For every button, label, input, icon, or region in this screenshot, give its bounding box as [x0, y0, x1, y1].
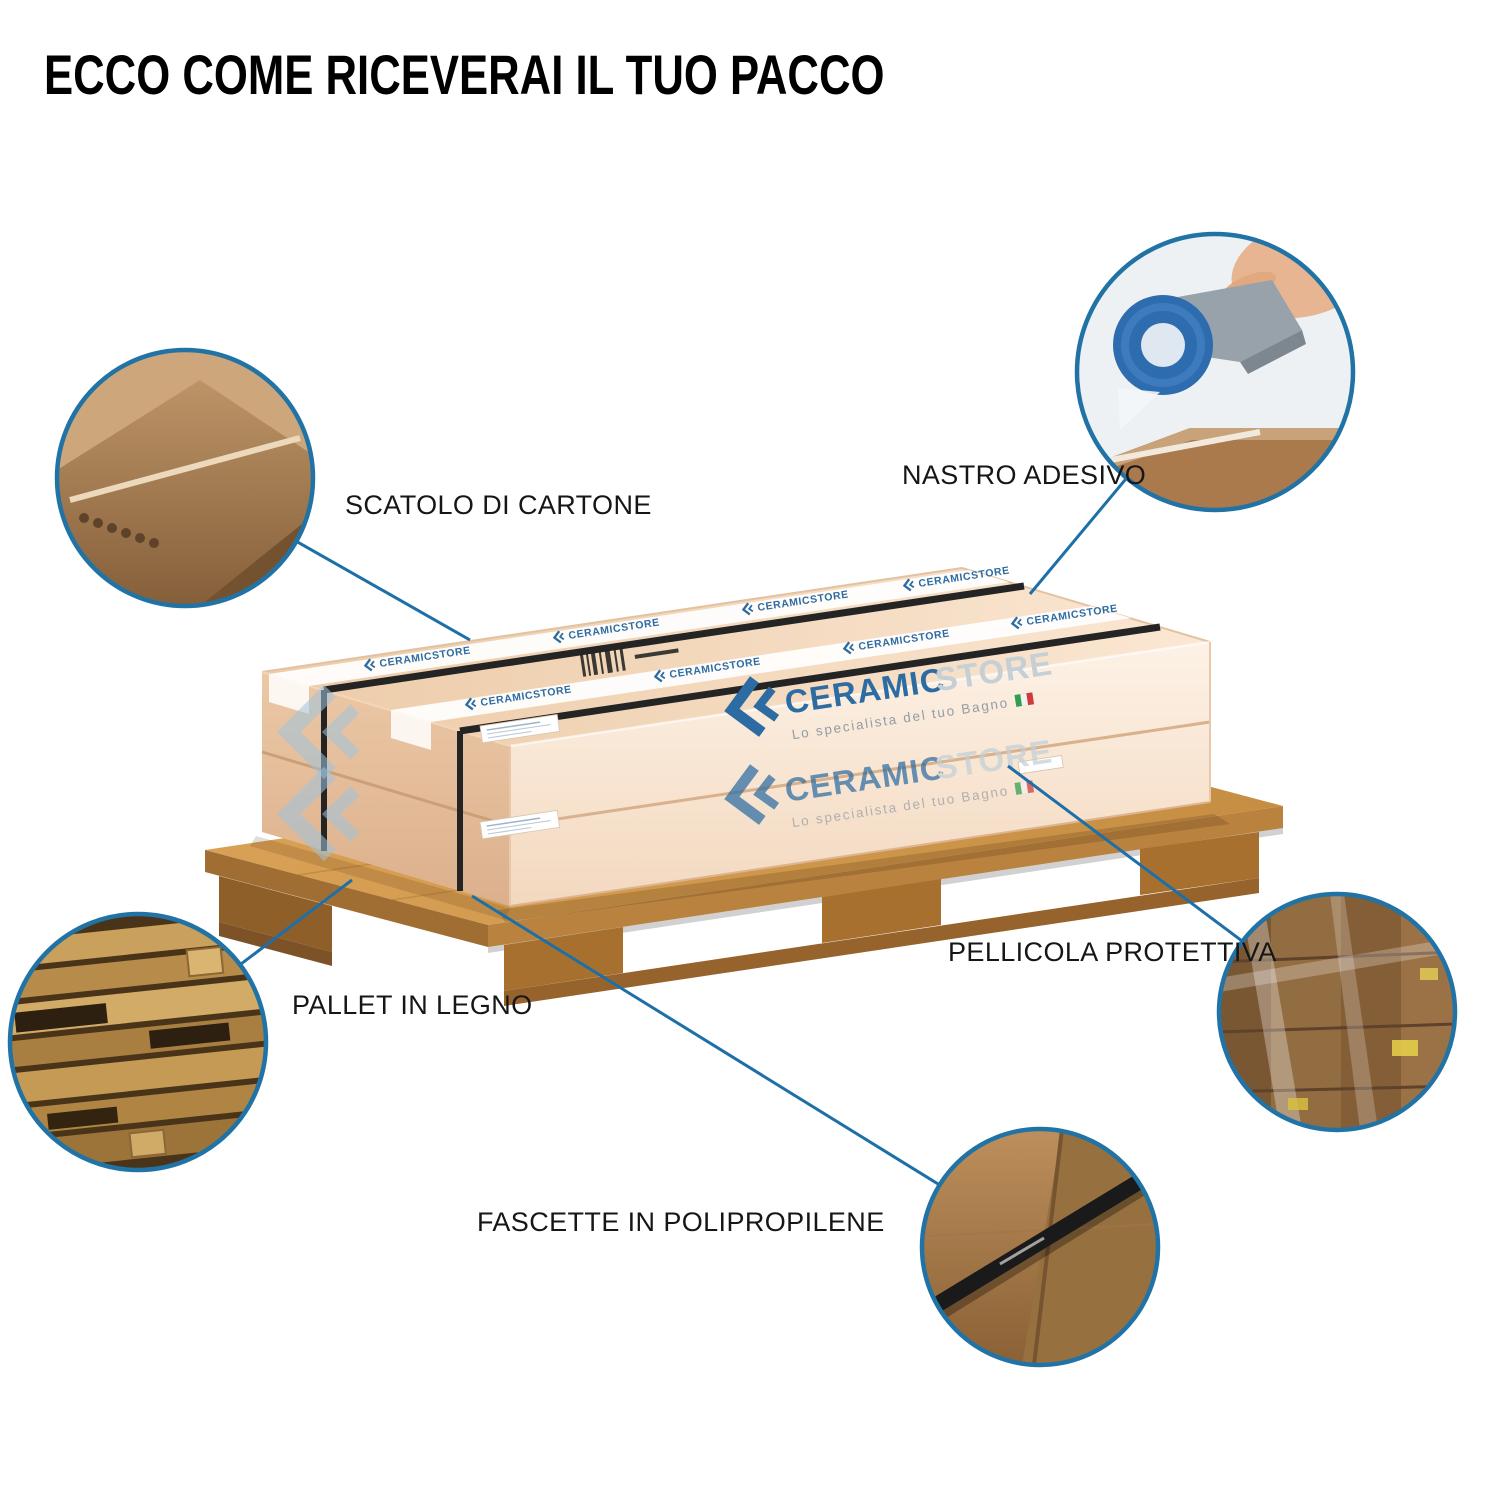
callout-photo-cardboard [57, 350, 313, 606]
box-shadow [498, 814, 1230, 922]
shipping-label [479, 714, 561, 744]
strap-highlight [999, 1236, 1045, 1266]
pallet-deck-left [205, 850, 488, 947]
callout-photo-straps [922, 1129, 1158, 1365]
plastic-shine [1330, 894, 1378, 1130]
plastic-glare [1219, 938, 1455, 992]
callout-label-film: PELLICOLA PROTETTIVA [948, 937, 1277, 967]
pallet-skid-board [219, 922, 332, 966]
pallet-block [1140, 832, 1259, 895]
callout-photo-pallet [10, 914, 266, 1170]
plank-end-grain [185, 945, 225, 978]
callout-circle-pallet [7, 911, 269, 1173]
pallet-block [219, 876, 332, 952]
strap-top [459, 623, 1161, 735]
shipping-label [479, 810, 561, 840]
italian-flag-icon [1014, 692, 1035, 707]
box-corner-edge [1032, 1129, 1064, 1365]
box-bottom-edge [509, 801, 1211, 907]
callout-circle-straps [919, 1126, 1161, 1368]
cardboard-package: CERAMICSTORE CERAMICSTORE CERAMICSTORE C… [261, 564, 1211, 907]
plank-end-grain [128, 1128, 167, 1159]
adhesive-tape-strips [269, 570, 1131, 750]
shipping-label-barcode [580, 648, 679, 677]
callout-label-cardboard: SCATOLO DI CARTONE [345, 490, 652, 520]
tape-strip-wrap [391, 710, 431, 750]
box-seam [509, 720, 1211, 828]
pallet-planks [10, 914, 266, 1170]
tape-end [1118, 388, 1160, 430]
label-sticker [1288, 1098, 1308, 1110]
plastic-shine [1240, 894, 1302, 1130]
callout-label-pallet: PALLET IN LEGNO [292, 990, 533, 1020]
corrugation-flutes [79, 513, 159, 548]
pallet-block [504, 927, 623, 991]
label-sticker [1392, 1040, 1418, 1056]
callout-circle-tape [1074, 231, 1356, 513]
pallet-slot [47, 1106, 119, 1130]
pallet-slot [148, 1022, 231, 1049]
shipping-label [1017, 755, 1064, 775]
tape-strip [391, 606, 1131, 722]
cardboard-edge-highlight [69, 435, 301, 503]
box-edge-highlight [509, 640, 1211, 748]
box-shadow [250, 836, 510, 920]
page-title: ECCO COME RICEVERAI IL TUO PACCO [44, 43, 885, 106]
callout-label-tape: NASTRO ADESIVO [902, 460, 1147, 490]
label-sticker [1420, 968, 1438, 980]
box-edge [261, 567, 963, 673]
pallet-deck-front [488, 806, 1283, 947]
box-seam [261, 750, 511, 828]
callout-circle-cardboard [54, 347, 316, 609]
pallet-skid-board [504, 878, 1259, 1006]
callout-label-straps: FASCETTE IN POLIPROPILENE [477, 1207, 885, 1237]
tape-strip-wrap [269, 674, 309, 714]
pallet-slot [14, 1003, 108, 1033]
strap-top [323, 582, 1025, 694]
callout-circle-film [1216, 891, 1458, 1133]
pallet-block [822, 879, 941, 943]
callout-photo-film [1219, 894, 1455, 1130]
tape-strip [269, 570, 1009, 686]
